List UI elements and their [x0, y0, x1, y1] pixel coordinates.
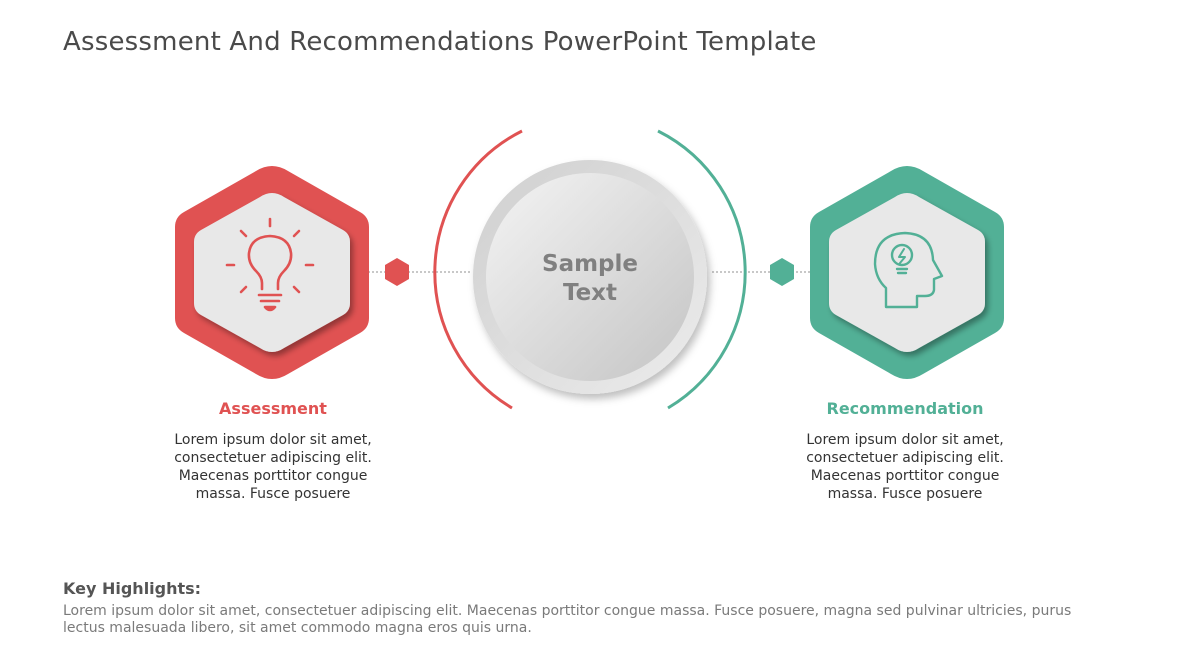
key-highlights-line: lectus malesuada libero, sit amet commod…: [63, 620, 532, 636]
assessment-heading: Assessment: [219, 399, 327, 418]
assessment-description-line: consectetuer adipiscing elit.: [174, 450, 372, 466]
assessment-description: Lorem ipsum dolor sit amet, consectetuer…: [143, 431, 403, 503]
slide-title: Assessment And Recommendations PowerPoin…: [63, 27, 817, 57]
recommendation-description-line: massa. Fusce posuere: [827, 486, 983, 502]
recommendation-description-line: Maecenas porttitor congue: [810, 468, 1000, 484]
key-highlights-line: Lorem ipsum dolor sit amet, consectetuer…: [63, 603, 1072, 619]
recommendation-description: Lorem ipsum dolor sit amet, consectetuer…: [775, 431, 1035, 503]
assessment-hexagon: [175, 166, 369, 379]
center-circle: [473, 160, 707, 394]
recommendation-description-line: consectetuer adipiscing elit.: [806, 450, 1004, 466]
head-idea-icon: [873, 231, 944, 309]
center-text: Sample Text: [490, 250, 690, 308]
recommendation-small-hexagon: [770, 258, 794, 286]
key-highlights-text: Lorem ipsum dolor sit amet, consectetuer…: [63, 603, 1153, 637]
recommendation-heading: Recommendation: [826, 399, 984, 418]
assessment-small-hexagon: [385, 258, 409, 286]
assessment-arc: [433, 129, 523, 410]
key-highlights-title: Key Highlights:: [63, 579, 202, 598]
lightbulb-icon: [225, 217, 315, 312]
recommendation-description-line: Lorem ipsum dolor sit amet,: [806, 432, 1004, 448]
center-text-line2: Text: [562, 280, 618, 306]
assessment-description-line: Lorem ipsum dolor sit amet,: [174, 432, 372, 448]
assessment-description-line: Maecenas porttitor congue: [178, 468, 368, 484]
assessment-description-line: massa. Fusce posuere: [195, 486, 351, 502]
recommendation-arc: [657, 129, 747, 410]
center-text-line1: Sample: [542, 251, 638, 277]
